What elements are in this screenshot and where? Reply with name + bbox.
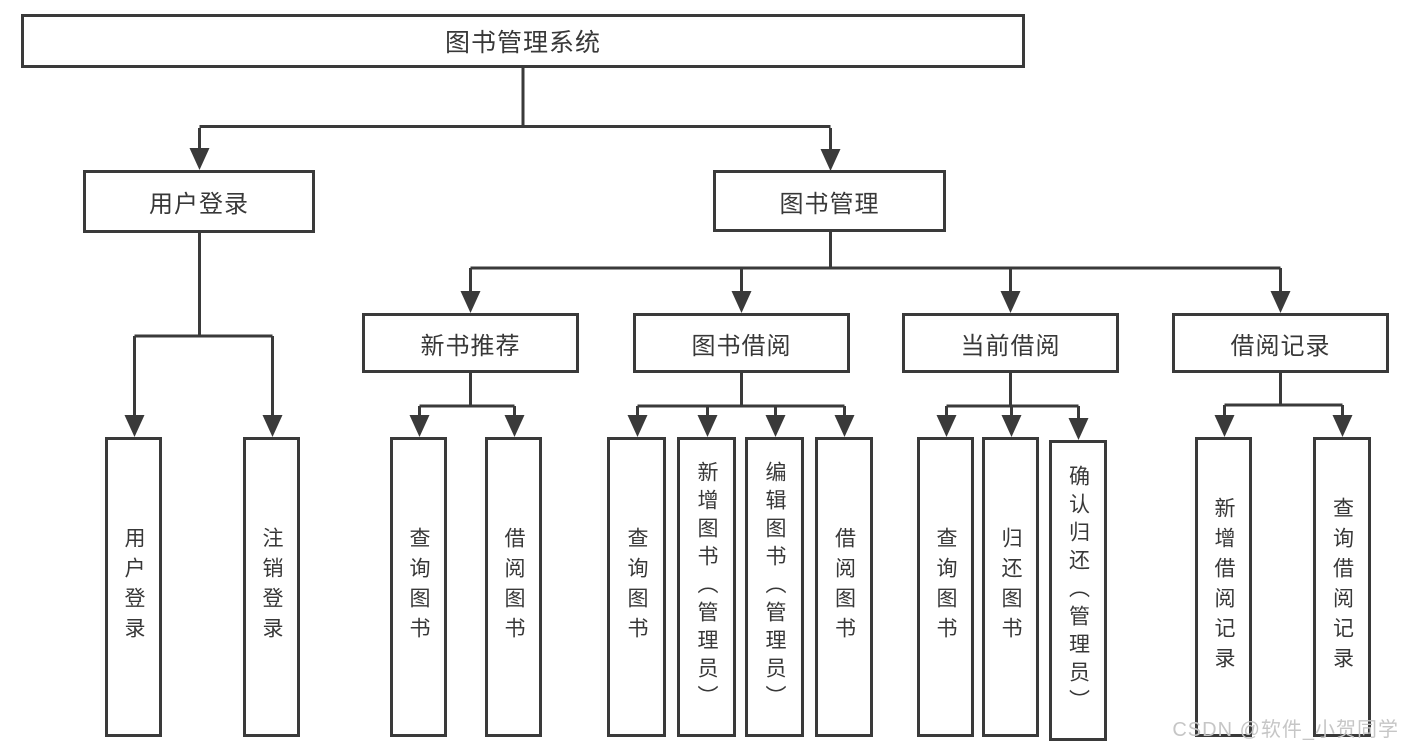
leaf-label: 查询图书 [407, 527, 430, 647]
leaf-label: 借阅图书 [832, 527, 856, 647]
leaf-add-borrow-record: 新增借阅记录 [1195, 437, 1252, 737]
leaf-logout: 注销登录 [243, 437, 300, 737]
leaf-label: 新增借阅记录 [1212, 497, 1235, 677]
node-book-borrowing: 图书借阅 [633, 313, 850, 373]
node-library-management-system: 图书管理系统 [21, 14, 1025, 68]
leaf-query-books-borrow: 查询图书 [607, 437, 666, 737]
arrowhead-group [124, 148, 1353, 440]
leaf-confirm-return-admin: 确认归还（管理员） [1049, 440, 1107, 741]
node-label: 用户登录 [149, 191, 249, 218]
leaf-label: 确认归还（管理员） [1066, 464, 1090, 717]
leaf-label: 用户登录 [122, 527, 145, 647]
leaf-add-book-admin: 新增图书（管理员） [677, 437, 736, 737]
leaf-query-borrow-record: 查询借阅记录 [1313, 437, 1371, 737]
node-new-book-recommendation: 新书推荐 [362, 313, 579, 373]
leaf-label: 查询借阅记录 [1330, 497, 1354, 677]
node-label: 借阅记录 [1230, 332, 1331, 360]
node-label: 图书管理系统 [444, 29, 601, 57]
leaf-label: 注销登录 [260, 527, 283, 647]
leaf-return-book: 归还图书 [982, 437, 1039, 737]
leaf-label: 查询图书 [934, 527, 957, 647]
node-current-borrowing: 当前借阅 [902, 313, 1119, 373]
leaf-label: 编辑图书（管理员） [763, 461, 786, 713]
csdn-watermark: CSDN @软件_小贺同学 [1172, 719, 1399, 741]
leaf-label: 借阅图书 [502, 527, 525, 647]
leaf-label: 查询图书 [625, 527, 648, 647]
node-user-login: 用户登录 [83, 170, 315, 233]
leaf-label: 新增图书（管理员） [695, 461, 718, 713]
leaf-label: 归还图书 [999, 527, 1022, 647]
leaf-borrow-books-recommend: 借阅图书 [485, 437, 542, 737]
leaf-user-login: 用户登录 [105, 437, 162, 737]
leaf-edit-book-admin: 编辑图书（管理员） [745, 437, 804, 737]
node-label: 当前借阅 [960, 332, 1061, 360]
node-borrowing-records: 借阅记录 [1172, 313, 1389, 373]
leaf-query-books-current: 查询图书 [917, 437, 974, 737]
node-label: 图书借阅 [691, 332, 792, 360]
node-book-management: 图书管理 [713, 170, 946, 232]
node-label: 新书推荐 [420, 332, 521, 360]
leaf-query-books-recommend: 查询图书 [390, 437, 447, 737]
leaf-borrow-books: 借阅图书 [815, 437, 873, 737]
node-label: 图书管理 [779, 190, 880, 218]
